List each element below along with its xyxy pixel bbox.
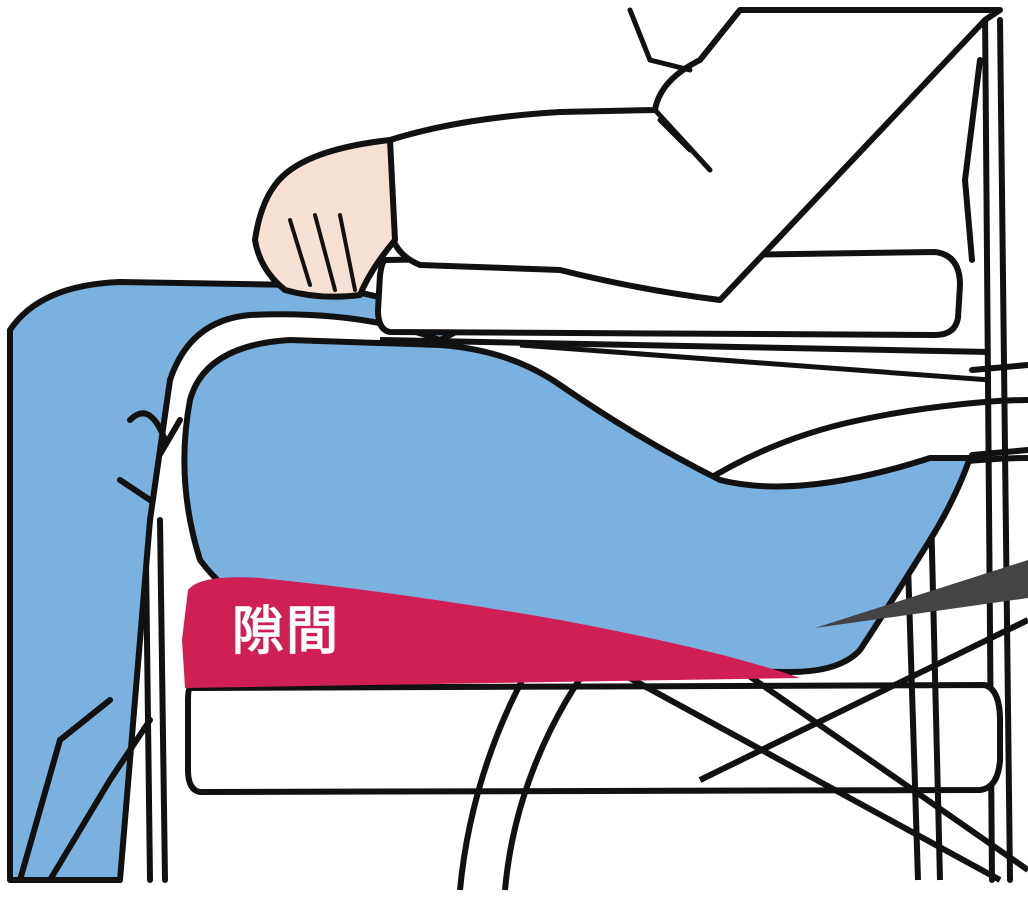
seat-cushion [188,685,1000,792]
gap-label: 隙間 [232,602,340,662]
